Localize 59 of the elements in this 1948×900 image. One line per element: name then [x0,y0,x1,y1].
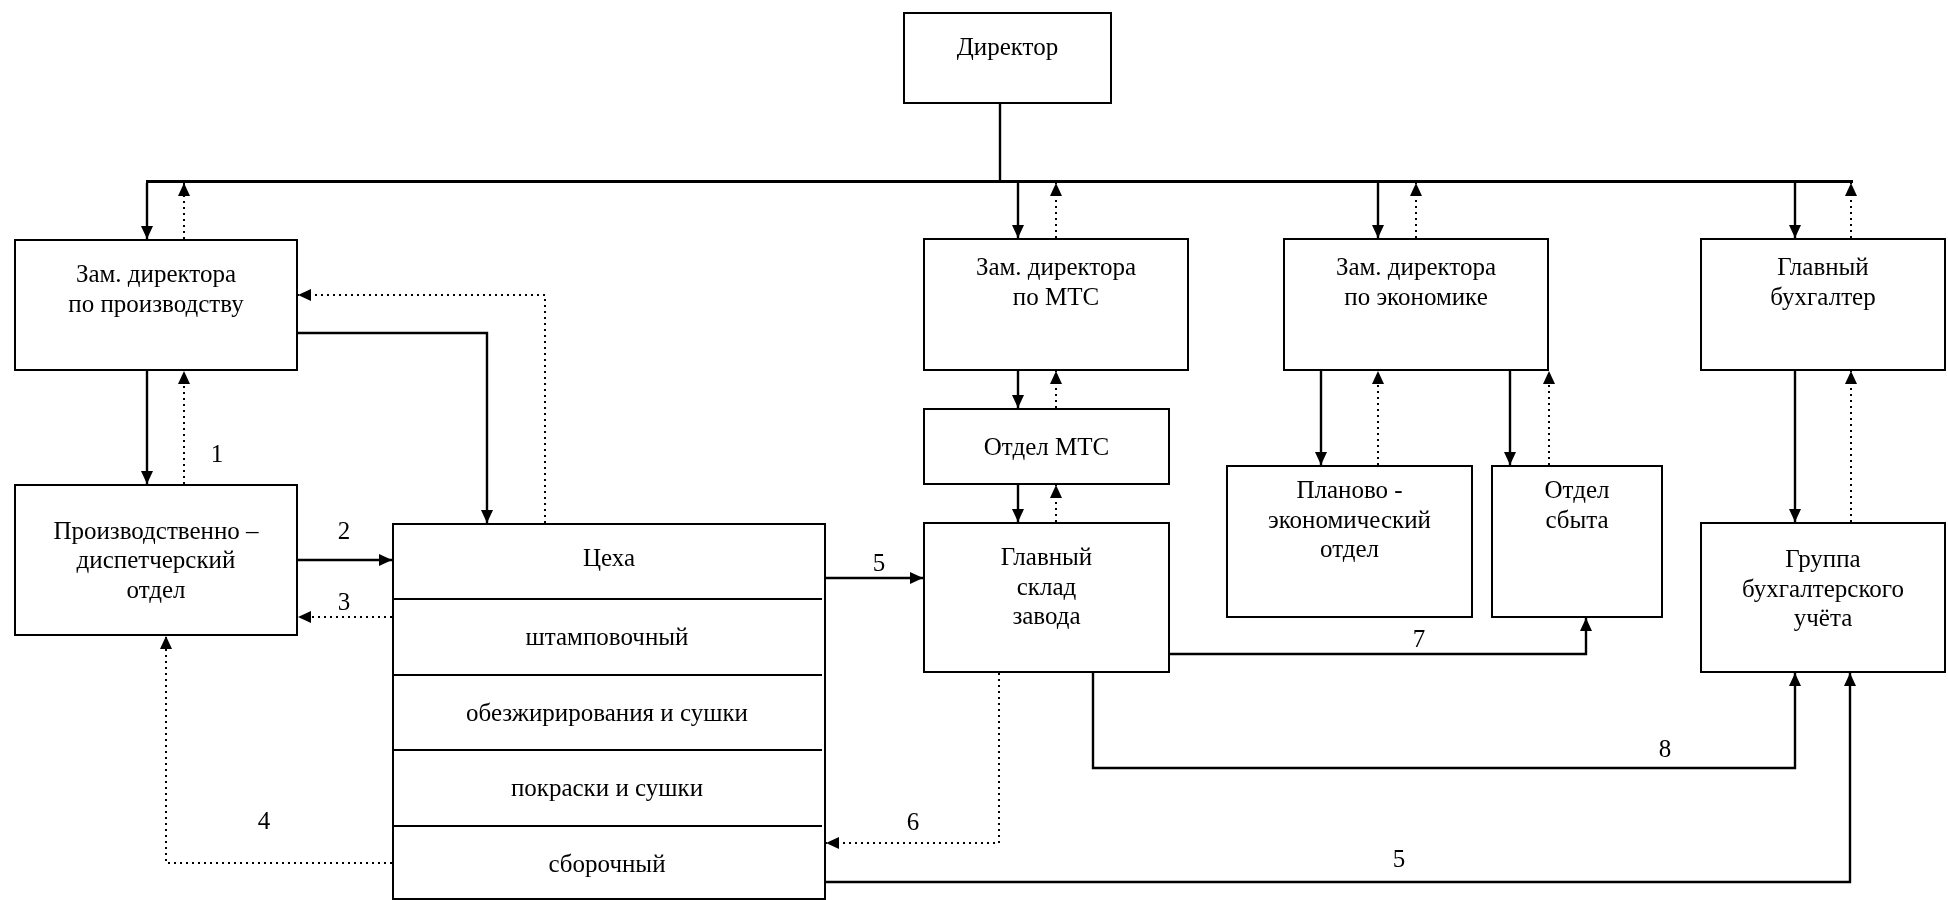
arrow [1372,183,1384,238]
dotted-arrow [1543,370,1555,466]
dotted-arrow [297,289,546,524]
bus-line [146,180,1853,183]
arrow [1789,371,1801,522]
node-text: Зам. директора по МТС [974,252,1138,311]
dotted-arrow [1050,484,1062,523]
node-text: Цеха [582,543,636,573]
arrow [826,572,923,584]
dotted-arrow [1050,370,1062,409]
node-text: Директор [956,32,1059,62]
dotted-arrow [1845,182,1857,239]
node-text: покраски и сушки [510,773,704,803]
org-box [1700,522,1946,673]
dotted-arrow [825,672,1000,849]
org-box [903,12,1112,104]
dotted-arrow [1410,182,1422,239]
dotted-arrow [297,611,393,623]
org-box [1700,238,1946,371]
node-text: Зам. директора по производству [67,259,245,318]
arrow [1012,485,1024,522]
org-box [14,239,298,371]
org-box [392,523,826,900]
arrow [1012,183,1024,238]
arrow [1012,371,1024,408]
arrow [1170,618,1592,656]
arrow [826,673,1856,884]
dotted-arrow [1050,182,1062,239]
arrow [298,554,392,566]
arrow [1091,673,1801,770]
node-text: Группа бухгалтерского учёта [1741,544,1905,633]
arrow [141,371,153,484]
org-box [923,238,1189,371]
node-text: штамповочный [525,622,689,652]
org-box [14,484,298,636]
arrow [141,183,153,239]
dotted-arrow [178,182,190,240]
node-text: обезжирирования и сушки [466,697,748,728]
dotted-arrow [1372,370,1384,466]
node-text: Производственно – диспетчерский отдел [52,515,260,605]
arrow [1504,371,1516,465]
arrow [1789,183,1801,238]
arrow [1315,371,1327,465]
org-box [1491,465,1663,618]
dotted-arrow [178,370,190,485]
node-text: сборочный [548,848,666,879]
node-text: Планово - экономический отдел [1267,475,1432,564]
dotted-arrow [1845,370,1857,523]
org-box [1283,238,1549,371]
org-box [1226,465,1473,618]
arrow [298,331,493,523]
node-text: Отдел сбыта [1543,475,1611,534]
node-text: Отдел МТС [983,431,1110,462]
dotted-arrow [160,635,393,864]
org-box [923,522,1170,673]
node-text: Главный бухгалтер [1769,252,1877,311]
node-text: Главный склад завода [999,542,1094,631]
org-box [923,408,1170,485]
node-text: Зам. директора по экономике [1334,252,1498,311]
